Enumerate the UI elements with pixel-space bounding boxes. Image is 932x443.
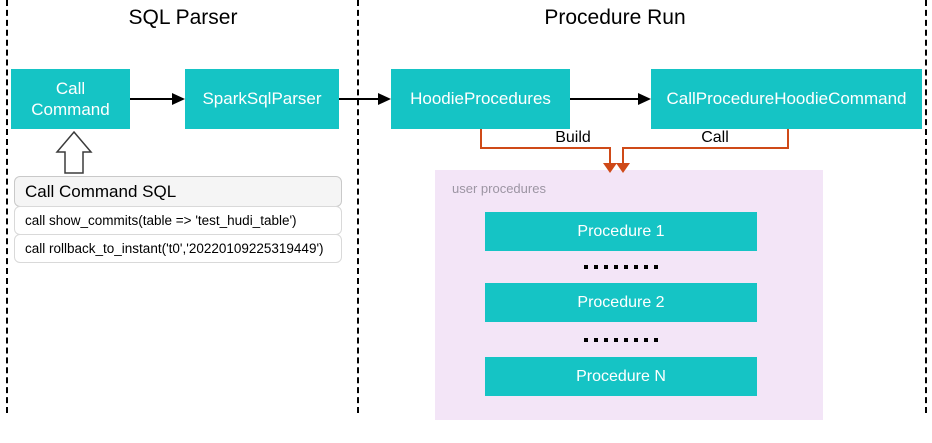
sql-row-2: call rollback_to_instant('t0','202201092… bbox=[14, 234, 342, 263]
connector-build-label: Build bbox=[555, 129, 591, 146]
dots-separator-2 bbox=[584, 338, 658, 342]
node-label: SparkSqlParser bbox=[202, 89, 322, 109]
block-arrow-up-icon bbox=[55, 130, 93, 174]
arrowhead-right-icon bbox=[172, 93, 185, 105]
arrowhead-right-icon bbox=[378, 93, 391, 105]
procedure-box-n: Procedure N bbox=[485, 357, 757, 396]
node-callprocedurehoodiecommand: CallProcedureHoodieCommand bbox=[651, 69, 922, 129]
arrow-line bbox=[339, 98, 378, 100]
divider-middle bbox=[357, 0, 359, 413]
node-label: HoodieProcedures bbox=[410, 89, 551, 109]
node-hoodieprocedures: HoodieProcedures bbox=[391, 69, 570, 129]
connector-line bbox=[787, 129, 789, 149]
arrowhead-right-icon bbox=[638, 93, 651, 105]
arrow-line bbox=[130, 98, 173, 100]
divider-left bbox=[6, 0, 8, 413]
node-label: Call Command bbox=[31, 78, 110, 119]
connector-line bbox=[622, 147, 624, 164]
procedure-box-2: Procedure 2 bbox=[485, 283, 757, 322]
node-label: CallProcedureHoodieCommand bbox=[666, 89, 907, 109]
node-sparksqlparser: SparkSqlParser bbox=[185, 69, 339, 129]
connector-line bbox=[480, 147, 611, 149]
sql-panel-header: Call Command SQL bbox=[14, 176, 342, 207]
sql-row-1: call show_commits(table => 'test_hudi_ta… bbox=[14, 206, 342, 235]
connector-line bbox=[609, 147, 611, 164]
connector-call-label: Call bbox=[701, 129, 729, 146]
divider-right bbox=[925, 0, 927, 413]
arrowhead-down-icon bbox=[603, 163, 617, 173]
arrowhead-down-icon bbox=[616, 163, 630, 173]
connector-line bbox=[622, 147, 789, 149]
section-title-procedure-run: Procedure Run bbox=[544, 6, 686, 29]
connector-line bbox=[480, 129, 482, 149]
procedure-box-1: Procedure 1 bbox=[485, 212, 757, 251]
arrow-line bbox=[570, 98, 638, 100]
node-call-command: Call Command bbox=[11, 69, 130, 129]
section-title-sql-parser: SQL Parser bbox=[128, 6, 238, 29]
dots-separator-1 bbox=[584, 265, 658, 269]
user-procedures-label: user procedures bbox=[452, 181, 546, 196]
